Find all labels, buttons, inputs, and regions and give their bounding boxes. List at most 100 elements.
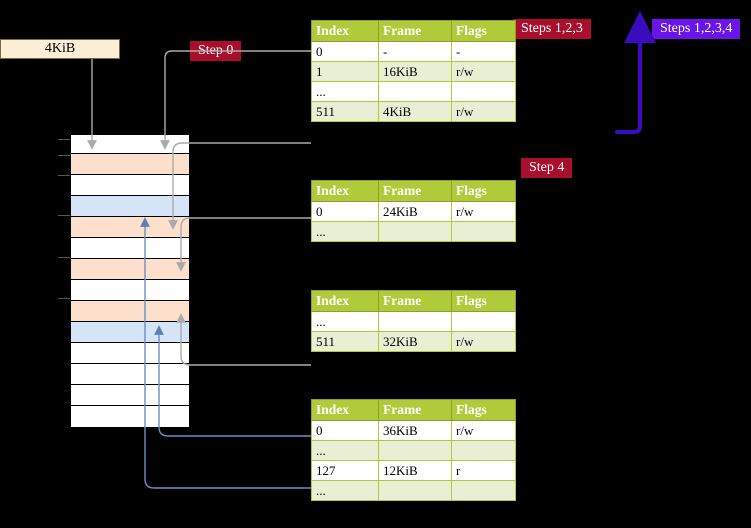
table-cell: 36KiB bbox=[378, 420, 452, 441]
table-row: ... bbox=[311, 221, 516, 242]
column-header-index: Index bbox=[311, 180, 379, 202]
table-row: ... bbox=[311, 480, 516, 501]
table-cell bbox=[451, 440, 516, 461]
physical-memory-grid bbox=[70, 134, 190, 427]
badge-steps-1234: Steps 1,2,3,4 bbox=[652, 19, 741, 39]
grid-tick-5 bbox=[58, 298, 71, 299]
memory-frame-row bbox=[71, 135, 189, 154]
table-cell: 0 bbox=[311, 201, 379, 222]
table-cell: 24KiB bbox=[378, 201, 452, 222]
memory-frame-row bbox=[71, 343, 189, 364]
table-cell: 12KiB bbox=[378, 460, 452, 481]
column-header-frame: Frame bbox=[378, 20, 452, 42]
table-row: 0-- bbox=[311, 41, 516, 62]
badge-steps-123: Steps 1,2,3 bbox=[513, 19, 591, 39]
table-row: ... bbox=[311, 311, 516, 332]
memory-frame-row bbox=[71, 385, 189, 406]
memory-frame-row bbox=[71, 217, 189, 238]
table-cell: ... bbox=[311, 480, 379, 501]
table-cell: r bbox=[451, 460, 516, 481]
memory-frame-row bbox=[71, 364, 189, 385]
table-cell: 16KiB bbox=[378, 61, 452, 82]
column-header-flags: Flags bbox=[451, 399, 516, 421]
connector-steps-bracket bbox=[615, 11, 656, 134]
table-cell: r/w bbox=[451, 201, 516, 222]
table-row: ... bbox=[311, 81, 516, 102]
grid-tick-2 bbox=[58, 175, 71, 176]
table-cell bbox=[451, 221, 516, 242]
table-cell bbox=[451, 311, 516, 332]
table-cell: ... bbox=[311, 440, 379, 461]
badge-step-0: Step 0 bbox=[190, 41, 242, 61]
column-header-frame: Frame bbox=[378, 180, 452, 202]
table-cell bbox=[378, 81, 452, 102]
table-cell: 32KiB bbox=[378, 331, 452, 352]
connector-t2-row0-to-grid bbox=[176, 217, 311, 272]
table-cell: 127 bbox=[311, 460, 379, 481]
table-cell bbox=[451, 480, 516, 501]
column-header-index: Index bbox=[311, 290, 379, 312]
table-cell: - bbox=[451, 41, 516, 62]
memory-frame-row bbox=[71, 196, 189, 217]
grid-tick-4 bbox=[58, 257, 71, 258]
column-header-index: Index bbox=[311, 399, 379, 421]
table-row: ... bbox=[311, 440, 516, 461]
table-cell: 511 bbox=[311, 101, 379, 122]
memory-frame-row bbox=[71, 175, 189, 196]
table-cell bbox=[378, 480, 452, 501]
memory-frame-row bbox=[71, 406, 189, 427]
column-header-flags: Flags bbox=[451, 20, 516, 42]
table-cell: r/w bbox=[451, 331, 516, 352]
table-cell bbox=[378, 440, 452, 461]
column-header-flags: Flags bbox=[451, 290, 516, 312]
connector-grid-to-t3-row511 bbox=[176, 313, 311, 366]
table-cell: 0 bbox=[311, 41, 379, 62]
memory-frame-row bbox=[71, 259, 189, 280]
table-cell bbox=[451, 81, 516, 102]
connector-t1-row511-to-grid bbox=[168, 142, 311, 230]
grid-tick-1 bbox=[58, 155, 71, 156]
column-header-frame: Frame bbox=[378, 399, 452, 421]
table-cell: r/w bbox=[451, 420, 516, 441]
memory-frame-row bbox=[71, 322, 189, 343]
table-cell: 1 bbox=[311, 61, 379, 82]
memory-frame-row bbox=[71, 280, 189, 301]
table-cell: 511 bbox=[311, 331, 379, 352]
badge-step-4: Step 4 bbox=[521, 158, 573, 178]
table-cell: r/w bbox=[451, 101, 516, 122]
grid-tick-3 bbox=[58, 215, 71, 216]
memory-frame-row bbox=[71, 154, 189, 175]
grid-tick-0 bbox=[58, 139, 71, 140]
column-header-index: Index bbox=[311, 20, 379, 42]
table-cell: - bbox=[378, 41, 452, 62]
column-header-frame: Frame bbox=[378, 290, 452, 312]
memory-frame-row bbox=[71, 238, 189, 259]
table-cell: ... bbox=[311, 311, 379, 332]
table-cell: ... bbox=[311, 221, 379, 242]
table-cell bbox=[378, 221, 452, 242]
table-cell: r/w bbox=[451, 61, 516, 82]
column-header-flags: Flags bbox=[451, 180, 516, 202]
table-cell: ... bbox=[311, 81, 379, 102]
table-cell bbox=[378, 311, 452, 332]
table-cell: 0 bbox=[311, 420, 379, 441]
table-cell: 4KiB bbox=[378, 101, 452, 122]
memory-banner-4kib: 4KiB bbox=[0, 39, 120, 59]
memory-banner-label: 4KiB bbox=[44, 41, 76, 56]
memory-frame-row bbox=[71, 301, 189, 322]
